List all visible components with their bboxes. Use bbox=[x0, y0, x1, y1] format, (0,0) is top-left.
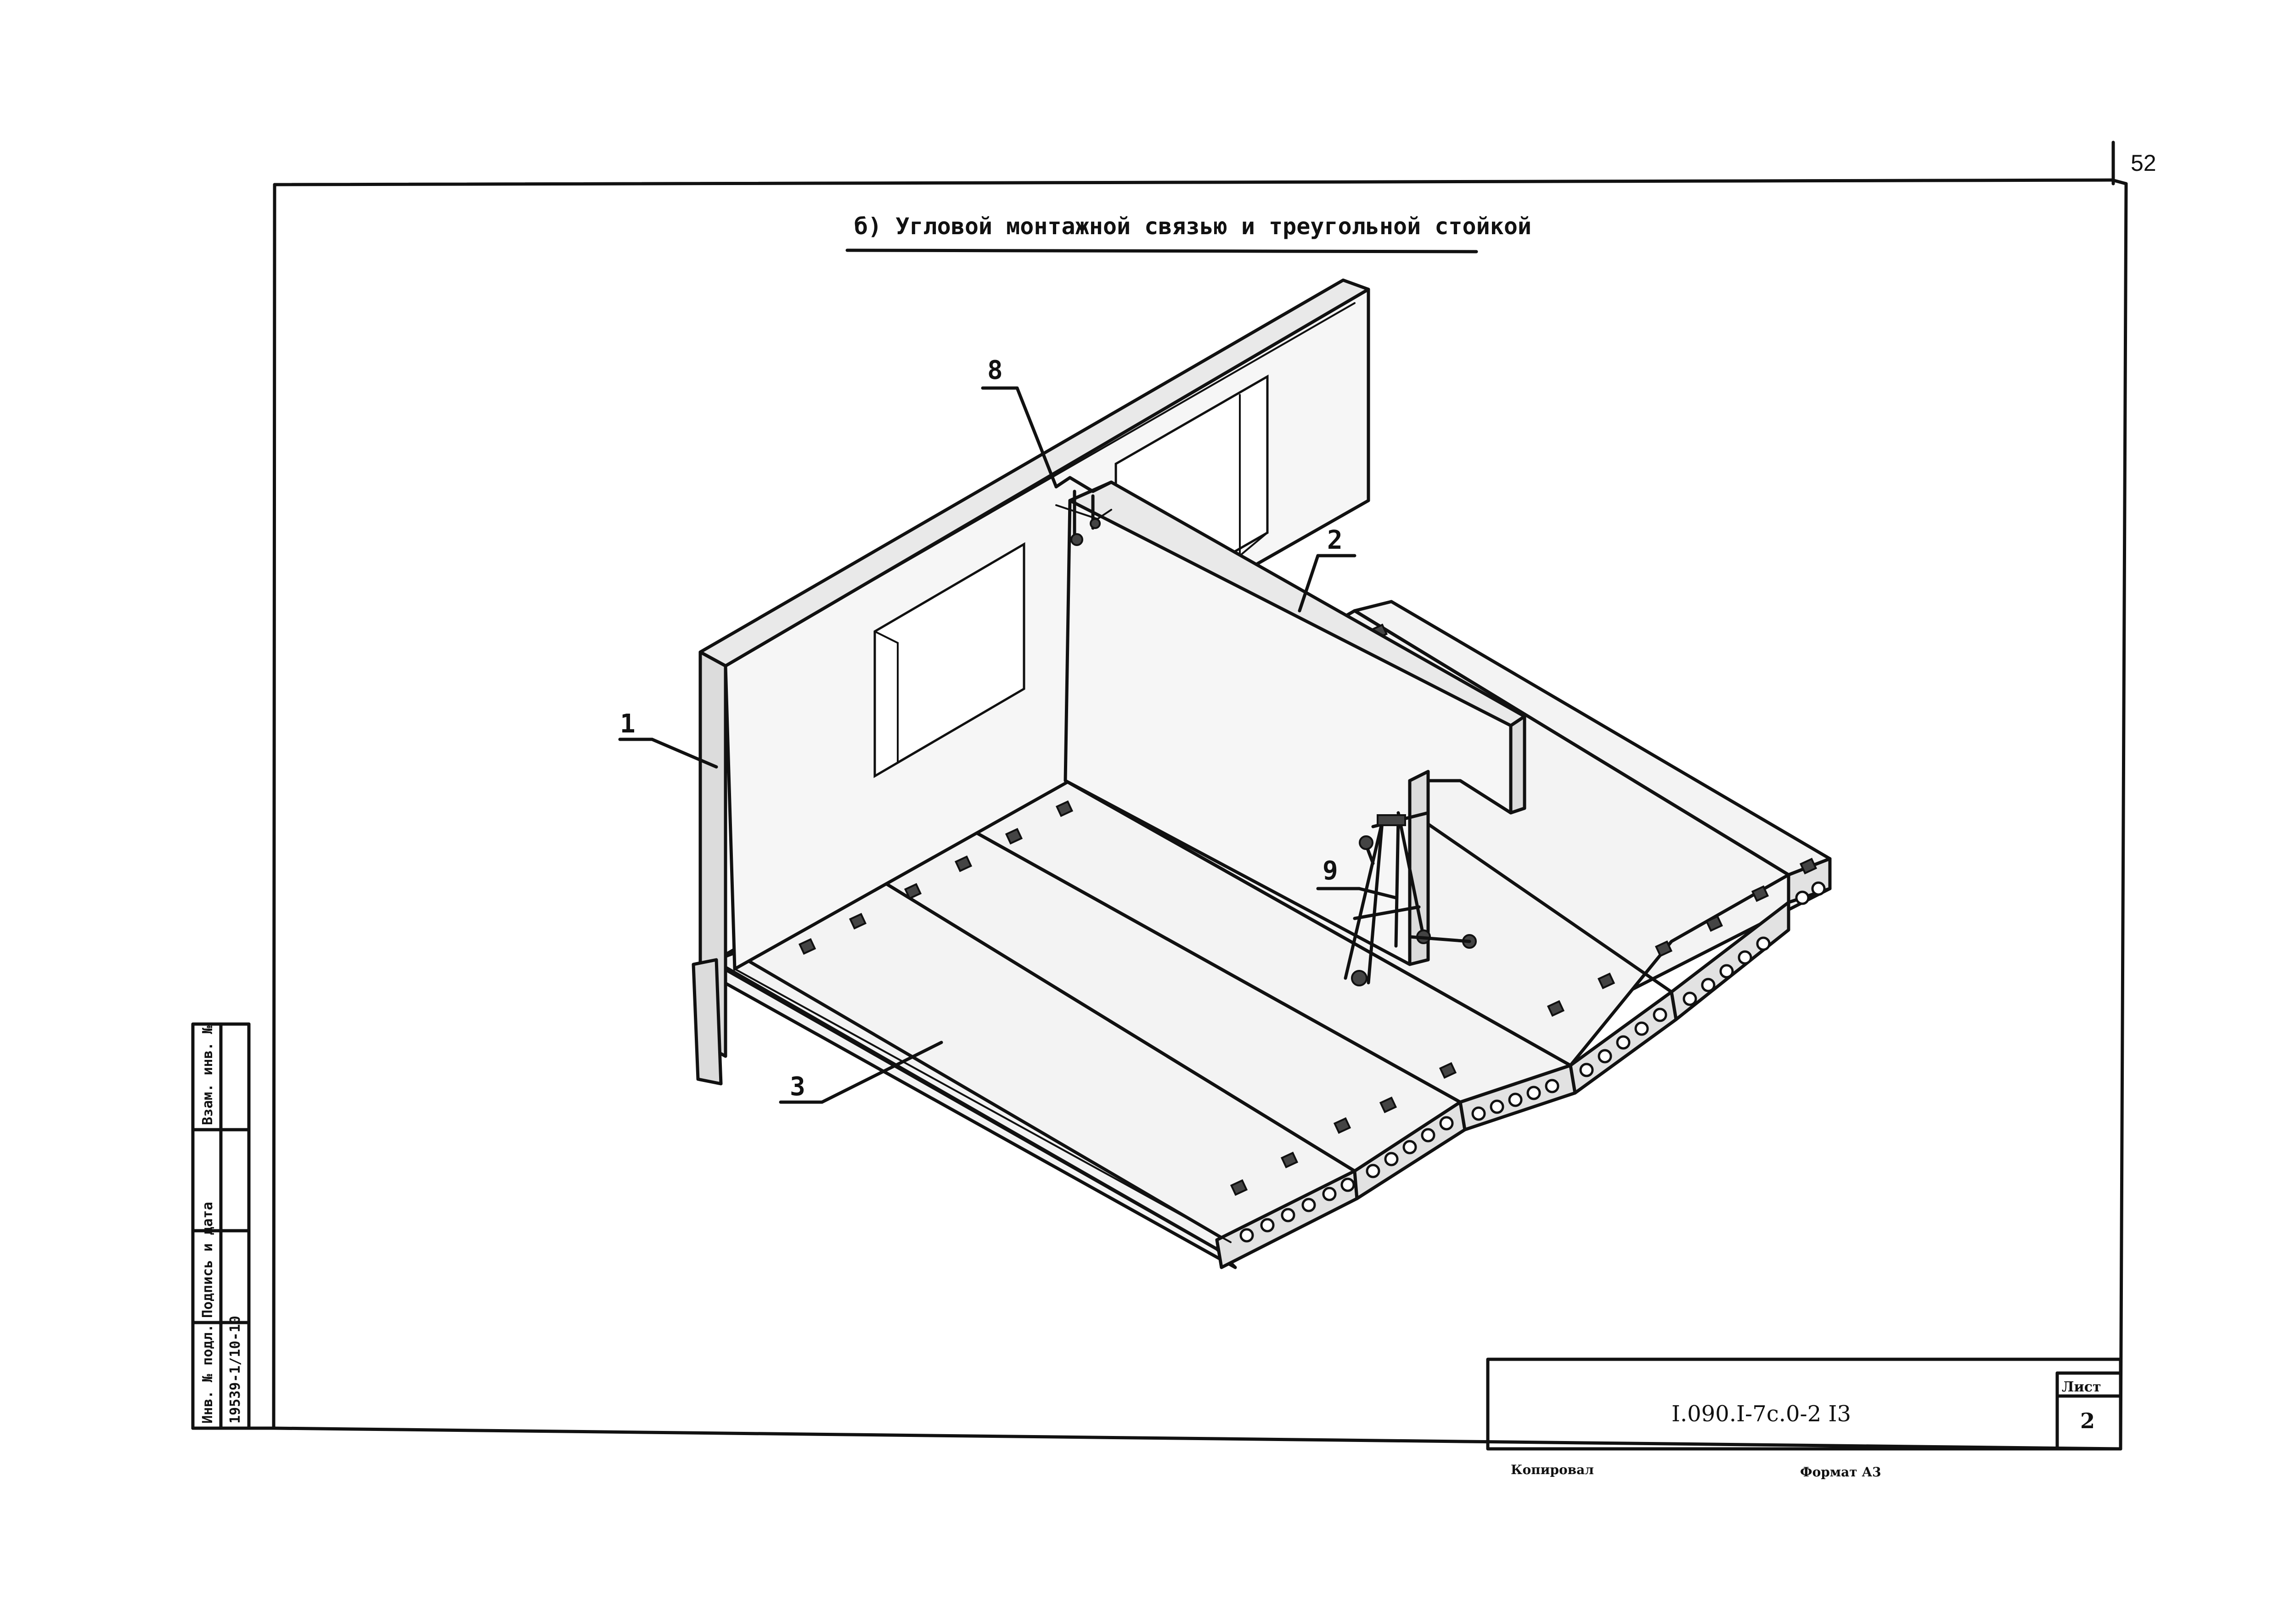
sheet-number: 2 bbox=[2080, 1408, 2095, 1433]
callout-1: 1 bbox=[618, 709, 718, 769]
sheet-label: Лист bbox=[2062, 1379, 2101, 1395]
stamp-inventory-value: 19539-1/10-10 bbox=[227, 1316, 243, 1424]
svg-text:1: 1 bbox=[620, 709, 636, 739]
page-number: 52 bbox=[2131, 150, 2156, 176]
side-stamp: Инв. № подл. Подпись и дата Взам. инв. №… bbox=[191, 1022, 251, 1430]
svg-text:2: 2 bbox=[1327, 525, 1343, 555]
drawing-designation: I.090.I-7с.0-2 I3 bbox=[1671, 1401, 1851, 1427]
slab-lifting-loops bbox=[798, 623, 1818, 1196]
stamp-cell-signature-label: Подпись и дата bbox=[200, 1202, 216, 1318]
sheet-frame bbox=[191, 178, 2128, 1451]
wall-panel-1 bbox=[692, 278, 1370, 1086]
svg-text:9: 9 bbox=[1322, 856, 1338, 886]
callout-8: 8 bbox=[981, 355, 1058, 489]
footer-format: Формат А3 bbox=[1800, 1464, 1881, 1480]
drawing-title: б) Угловой монтажной связью и треугольно… bbox=[854, 213, 1531, 240]
callout-9: 9 bbox=[1316, 856, 1398, 900]
corner-mounting-tie bbox=[1054, 476, 1113, 546]
stamp-cell-inventory-label: Инв. № подл. bbox=[200, 1324, 216, 1424]
title-underline bbox=[845, 248, 1478, 253]
stamp-cell-replace-label: Взам. инв. № bbox=[200, 1025, 216, 1125]
floor-slabs bbox=[712, 600, 1832, 1269]
callout-3: 3 bbox=[779, 1041, 943, 1104]
svg-text:8: 8 bbox=[987, 355, 1003, 385]
triangular-stand bbox=[1344, 811, 1477, 986]
footer-copied: Копировал bbox=[1511, 1462, 1594, 1477]
slab-hollow-cores bbox=[1239, 881, 1826, 1243]
svg-text:3: 3 bbox=[790, 1072, 805, 1102]
wall-panel-2 bbox=[1064, 480, 1526, 966]
callout-2: 2 bbox=[1298, 525, 1356, 613]
title-block: I.090.I-7с.0-2 I3 Лист 2 bbox=[1486, 1357, 2122, 1451]
